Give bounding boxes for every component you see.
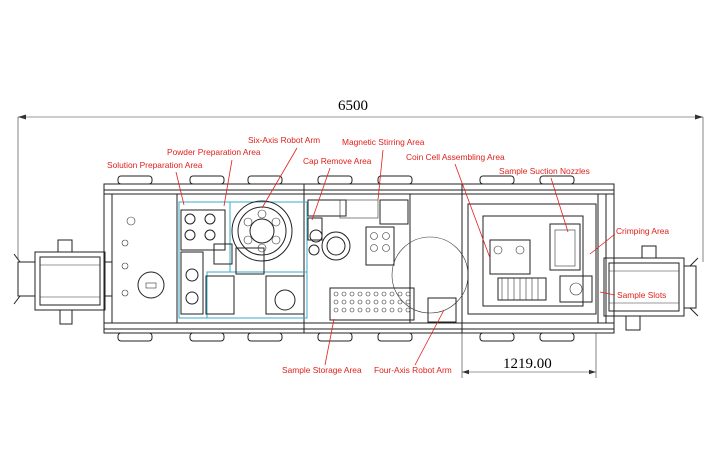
label-crimping-area: Crimping Area <box>616 226 669 236</box>
label-solution-preparation-area: Solution Preparation Area <box>107 160 203 170</box>
right-antechamber <box>603 245 699 331</box>
solution-section <box>121 216 165 299</box>
overall-length-text: 6500 <box>338 98 368 114</box>
section-length-text: 1219.00 <box>503 356 552 372</box>
label-magnetic-stirring-area: Magnetic Stirring Area <box>342 137 425 147</box>
label-four-axis-robot-arm: Four-Axis Robot Arm <box>374 365 452 375</box>
label-coin-cell-assembling-area: Coin Cell Assembling Area <box>406 152 505 162</box>
four-axis-robot <box>391 236 469 323</box>
label-six-axis-robot-arm: Six-Axis Robot Arm <box>248 135 320 145</box>
label-cap-remove-area: Cap Remove Area <box>303 156 372 166</box>
stirring-section <box>307 199 409 266</box>
section-dimension: 1219.00 <box>461 333 597 378</box>
label-sample-suction-nozzles: Sample Suction Nozzles <box>499 166 590 176</box>
label-sample-slots: Sample Slots <box>617 290 666 300</box>
coin-cell-section <box>467 203 597 315</box>
chamber-body <box>103 183 615 334</box>
label-powder-preparation-area: Powder Preparation Area <box>167 147 261 157</box>
glove-ports-bottom <box>117 332 575 342</box>
sample-storage-grid <box>329 287 415 321</box>
leader-lines <box>175 147 616 366</box>
overall-dimension: 6500 <box>17 98 704 262</box>
glove-ports-top <box>117 175 575 185</box>
annotation-labels: Six-Axis Robot Arm Powder Preparation Ar… <box>107 135 669 375</box>
powder-section <box>178 200 308 319</box>
left-antechamber <box>13 239 113 325</box>
label-sample-storage-area: Sample Storage Area <box>282 365 362 375</box>
